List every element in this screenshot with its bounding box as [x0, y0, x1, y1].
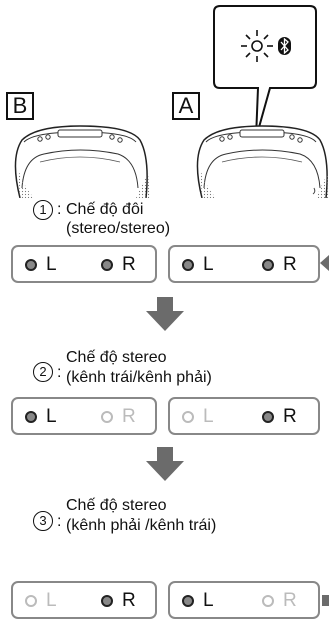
indicator-r: R [101, 254, 136, 276]
indicator-l-label: L [203, 406, 214, 427]
indicator-l: L [25, 254, 57, 276]
step-2-colon: : [57, 364, 62, 381]
step-2-title: Chế độ stereo [66, 349, 167, 366]
led-dot [101, 595, 113, 607]
indicator-l-label: L [46, 406, 57, 427]
indicator-r: R [262, 254, 297, 276]
led-dot [182, 595, 194, 607]
step-3-title: Chế độ stereo [66, 497, 167, 514]
indicator-r-label: R [283, 590, 297, 611]
led-dot [262, 411, 274, 423]
indicator-callout [213, 5, 317, 139]
indicator-l-label: L [46, 590, 57, 611]
led-dot [262, 595, 274, 607]
indicator-l: L [182, 254, 214, 276]
step-3-colon: : [57, 513, 62, 530]
led-dot [101, 411, 113, 423]
down-arrow-icon [146, 297, 184, 331]
step-3-subtitle: (kênh phải /kênh trái) [66, 517, 217, 534]
indicator-r-label: R [122, 254, 136, 275]
indicator-r: R [101, 590, 136, 612]
blinking-light-icon [241, 30, 273, 62]
indicator-l-label: L [203, 590, 214, 611]
led-dot [25, 595, 37, 607]
indicator-l: L [182, 406, 214, 428]
led-dot [182, 411, 194, 423]
led-dot [101, 259, 113, 271]
step-3-panel-a: L R [168, 581, 320, 619]
step-3-panel-b: L R [11, 581, 157, 619]
step-1-number: 1 [33, 200, 53, 220]
step-2-panel-b: L R [11, 397, 157, 435]
step-1-pointer-icon [320, 255, 329, 271]
indicator-l: L [182, 590, 214, 612]
indicator-r: R [101, 406, 136, 428]
indicator-r-label: R [283, 254, 297, 275]
step-1-colon: : [57, 201, 62, 218]
step-3-number: 3 [33, 511, 53, 531]
indicator-l: L [25, 590, 57, 612]
step-1-title: Chế độ đôi [66, 201, 144, 218]
indicator-r-label: R [122, 406, 136, 427]
indicator-l: L [25, 406, 57, 428]
bluetooth-icon [278, 37, 291, 55]
down-arrow-icon [146, 447, 184, 481]
indicator-r-label: R [122, 590, 136, 611]
step-1-panel-b: L R [11, 245, 157, 283]
led-dot [182, 259, 194, 271]
step-2-subtitle: (kênh trái/kênh phải) [66, 369, 212, 386]
step-1-subtitle: (stereo/stereo) [66, 220, 171, 237]
indicator-r: R [262, 406, 297, 428]
step-3-pointer-icon [322, 595, 329, 606]
speaker-b-label: B [6, 92, 34, 120]
step-2-panel-a: L R [168, 397, 320, 435]
step-1-panel-a: L R [168, 245, 320, 283]
indicator-r-label: R [283, 406, 297, 427]
indicator-r: R [262, 590, 297, 612]
speaker-a-illustration [196, 125, 329, 198]
indicator-l-label: L [203, 254, 214, 275]
led-dot [262, 259, 274, 271]
indicator-l-label: L [46, 254, 57, 275]
led-dot [25, 411, 37, 423]
speaker-a-label: A [172, 92, 200, 120]
led-dot [25, 259, 37, 271]
step-2-number: 2 [33, 362, 53, 382]
speaker-b-illustration [14, 125, 150, 198]
